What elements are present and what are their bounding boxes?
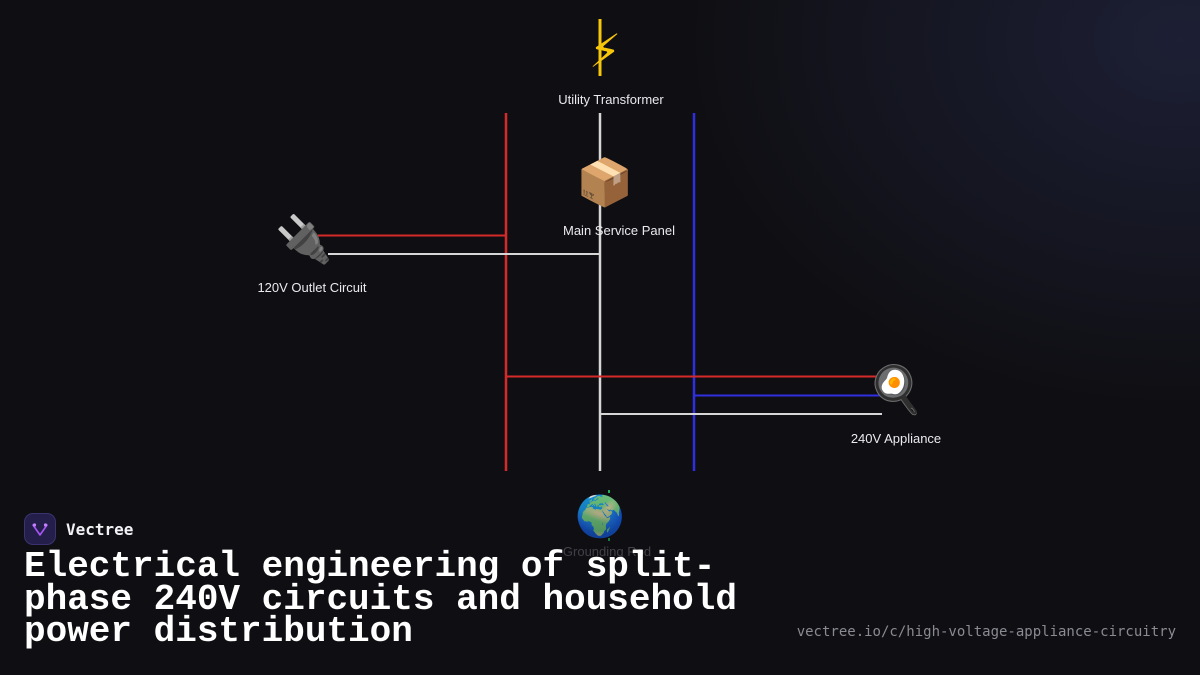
appliance-label: 240V Appliance	[851, 431, 941, 446]
globe-icon: 🌍	[575, 493, 625, 540]
transformer-label: Utility Transformer	[558, 92, 664, 107]
brand-name: Vectree	[66, 519, 134, 539]
frying-pan-icon: 🍳	[867, 362, 924, 417]
vectree-logo-icon	[24, 513, 56, 545]
brand: Vectree	[24, 512, 133, 546]
electric-plug-icon: 🔌	[275, 212, 332, 266]
page-title: Electrical engineering of split-phase 24…	[24, 546, 737, 652]
package-box-icon: 📦	[576, 155, 633, 209]
panel-label: Main Service Panel	[563, 223, 675, 238]
lightning-bolt-icon: ⚡	[589, 24, 621, 78]
source-url: vectree.io/c/high-voltage-appliance-circ…	[796, 624, 1176, 640]
outlet-label: 120V Outlet Circuit	[257, 280, 366, 295]
